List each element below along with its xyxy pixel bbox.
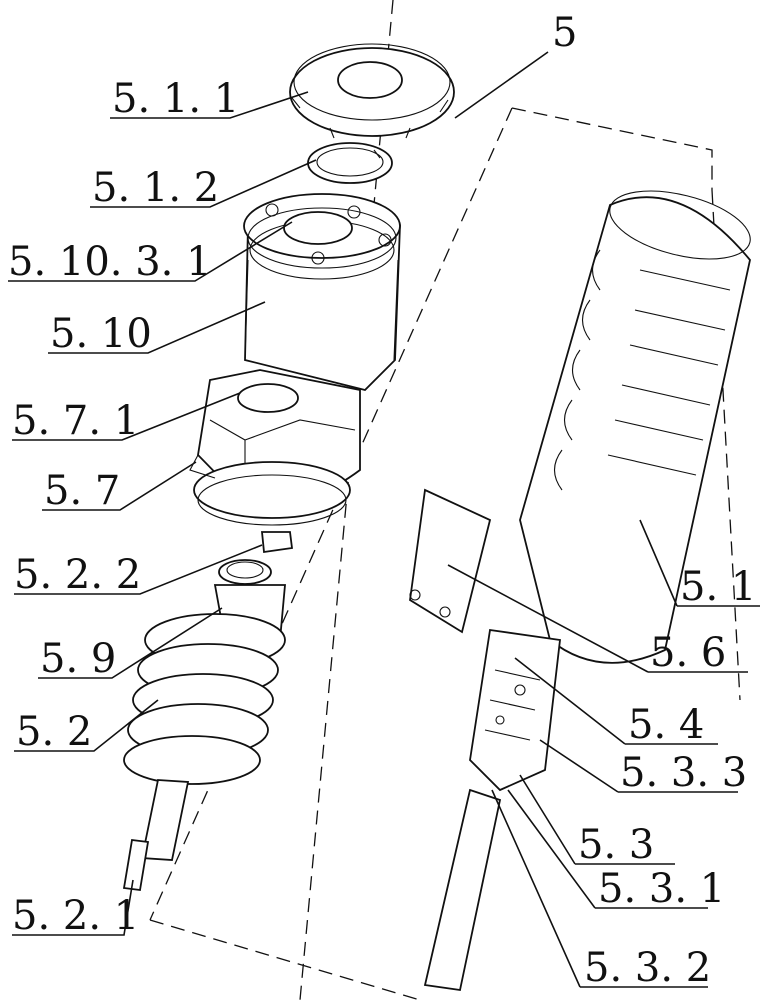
part-base-5-7 <box>189 369 361 526</box>
label-5: 5 <box>552 10 577 56</box>
group-outline-top <box>511 107 713 190</box>
leader-5-9 <box>38 607 223 679</box>
group-outline-bottom <box>149 919 421 1000</box>
label-5-2: 5. 2 <box>16 709 92 755</box>
label-5-7-1: 5. 7. 1 <box>12 398 139 444</box>
part-spring-body-5-2 <box>122 584 286 892</box>
part-coupling-5-2-2 <box>218 531 294 585</box>
leader-5-10-3-1 <box>8 221 293 282</box>
leader-5-1-1 <box>110 91 309 119</box>
label-5-3-1: 5. 3. 1 <box>598 866 725 912</box>
part-ring-5-1-2 <box>307 142 393 184</box>
label-5-3-3: 5. 3. 3 <box>620 750 747 796</box>
label-5-10-3-1: 5. 10. 3. 1 <box>8 239 212 285</box>
group-outline-left <box>149 107 513 921</box>
leader-5-1 <box>639 519 760 607</box>
leader-5-7 <box>42 461 197 511</box>
label-5-3-2: 5. 3. 2 <box>584 945 711 991</box>
leader-5-3 <box>519 774 675 865</box>
label-5-2-1: 5. 2. 1 <box>12 893 139 939</box>
label-5-6: 5. 6 <box>650 630 726 676</box>
leader-5-2 <box>14 699 159 752</box>
leader-5 <box>454 51 549 119</box>
part-plate-5-6 <box>409 488 492 634</box>
leader-5-4 <box>514 657 718 745</box>
leader-5-3-2 <box>491 789 708 988</box>
leader-5-1-2 <box>90 159 317 208</box>
label-5-7: 5. 7 <box>44 468 120 514</box>
label-5-9: 5. 9 <box>40 636 116 682</box>
label-5-1-2: 5. 1. 2 <box>92 165 219 211</box>
label-5-1-1: 5. 1. 1 <box>112 76 239 122</box>
label-5-10: 5. 10 <box>50 311 152 357</box>
leader-5-7-1 <box>12 392 241 441</box>
leader-5-3-3 <box>539 739 738 793</box>
label-5-2-2: 5. 2. 2 <box>14 552 141 598</box>
part-connector-5-3 <box>423 628 561 992</box>
part-sleeve-5-1 <box>519 190 751 664</box>
part-cap-5-1-1 <box>289 43 455 139</box>
label-5-4: 5. 4 <box>628 702 704 748</box>
group-outline-right <box>711 189 741 701</box>
leader-5-2-2 <box>14 544 263 595</box>
label-5-3: 5. 3 <box>578 822 654 868</box>
leader-5-3-1 <box>507 789 708 909</box>
leader-5-6 <box>447 564 748 673</box>
leader-5-2-1 <box>12 879 134 936</box>
leader-5-10 <box>48 301 266 354</box>
label-5-1: 5. 1 <box>680 564 756 610</box>
part-housing-5-10 <box>243 193 401 391</box>
